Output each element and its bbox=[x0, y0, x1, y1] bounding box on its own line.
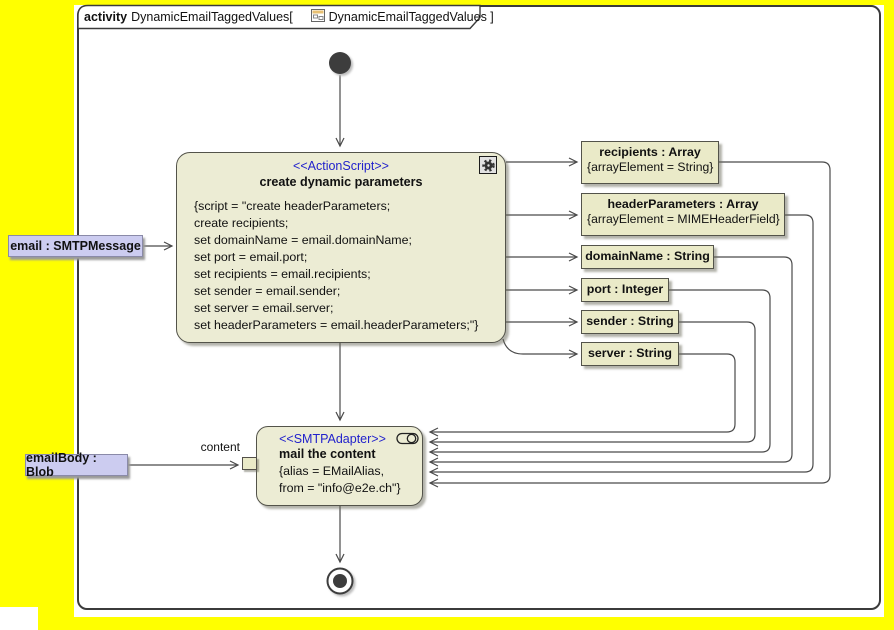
adapter-icon bbox=[396, 432, 420, 450]
frame-keyword: activity bbox=[84, 10, 128, 24]
edge-domainname-to-mail[interactable] bbox=[428, 256, 793, 467]
gear-icon bbox=[479, 156, 497, 174]
frame-title-tab bbox=[77, 4, 481, 30]
input-object-label: emailBody : Blob bbox=[26, 451, 97, 479]
script-line: set recipients = email.recipients; bbox=[194, 267, 371, 281]
frame-activity-name: DynamicEmailTaggedValues[ bbox=[131, 10, 293, 24]
input-object-email[interactable]: email : SMTPMessage bbox=[8, 235, 143, 257]
object-node-recipients[interactable]: recipients : Array {arrayElement = Strin… bbox=[581, 141, 719, 184]
create-dynamic-parameters-action[interactable]: <<ActionScript>> create dynamic paramete… bbox=[176, 152, 506, 343]
mail-action-tag: from = "info@e2e.ch"} bbox=[279, 481, 401, 495]
mail-action-tag: {alias = EMailAlias, bbox=[279, 464, 385, 478]
edge-server-to-mail[interactable] bbox=[428, 353, 736, 437]
object-node-title: server : String bbox=[587, 346, 672, 360]
object-node-title: recipients : Array bbox=[599, 145, 701, 159]
script-line: create recipients; bbox=[194, 216, 289, 230]
object-node-title: headerParameters : Array bbox=[607, 197, 759, 211]
script-line: set sender = email.sender; bbox=[194, 284, 341, 298]
create-action-stereotype: <<ActionScript>> bbox=[293, 159, 389, 173]
script-line: {script = "create headerParameters; bbox=[194, 199, 391, 213]
object-node-title: port : Integer bbox=[586, 282, 664, 296]
edge-sender-to-mail[interactable] bbox=[428, 321, 756, 447]
script-line: set server = email.server; bbox=[194, 301, 334, 315]
frame-title: activity DynamicEmailTaggedValues[ Dynam… bbox=[84, 8, 494, 26]
canvas-background-bottom bbox=[38, 617, 894, 630]
object-node-server[interactable]: server : String bbox=[581, 342, 679, 366]
mail-action-stereotype: <<SMTPAdapter>> bbox=[279, 432, 386, 446]
mail-action-name: mail the content bbox=[279, 447, 376, 461]
canvas-background-left bbox=[0, 0, 74, 607]
object-node-port[interactable]: port : Integer bbox=[581, 278, 669, 302]
diagram-icon bbox=[297, 0, 325, 39]
edge-port-to-mail[interactable] bbox=[428, 289, 771, 457]
content-input-pin[interactable] bbox=[242, 457, 257, 470]
object-node-title: domainName : String bbox=[585, 249, 710, 263]
object-node-title: sender : String bbox=[586, 314, 674, 328]
input-object-emailbody[interactable]: emailBody : Blob bbox=[25, 451, 128, 479]
canvas-background-top bbox=[0, 0, 894, 5]
script-line: set port = email.port; bbox=[194, 250, 308, 264]
create-action-name: create dynamic parameters bbox=[259, 175, 423, 189]
edge-headerparameters-to-mail[interactable] bbox=[428, 214, 814, 477]
script-line: set headerParameters = email.headerParam… bbox=[194, 318, 479, 332]
object-node-tag: {arrayElement = MIMEHeaderField} bbox=[587, 212, 780, 226]
initial-node[interactable] bbox=[329, 52, 351, 74]
create-action-script: {script = "create headerParameters; crea… bbox=[177, 198, 505, 334]
input-object-label: email : SMTPMessage bbox=[10, 239, 141, 253]
object-node-sender[interactable]: sender : String bbox=[581, 310, 679, 334]
frame-diagram-name: DynamicEmailTaggedValues ] bbox=[328, 10, 494, 24]
object-node-headerparameters[interactable]: headerParameters : Array {arrayElement =… bbox=[581, 193, 785, 236]
object-node-tag: {arrayElement = String} bbox=[587, 160, 714, 174]
activity-final-node[interactable] bbox=[326, 567, 354, 595]
edge-recipients-to-mail[interactable] bbox=[428, 161, 831, 488]
pin-label: content bbox=[200, 440, 240, 454]
object-node-domainname[interactable]: domainName : String bbox=[581, 245, 714, 269]
script-line: set domainName = email.domainName; bbox=[194, 233, 412, 247]
canvas-background-right bbox=[884, 0, 894, 630]
edge-create-to-server[interactable] bbox=[502, 338, 579, 359]
